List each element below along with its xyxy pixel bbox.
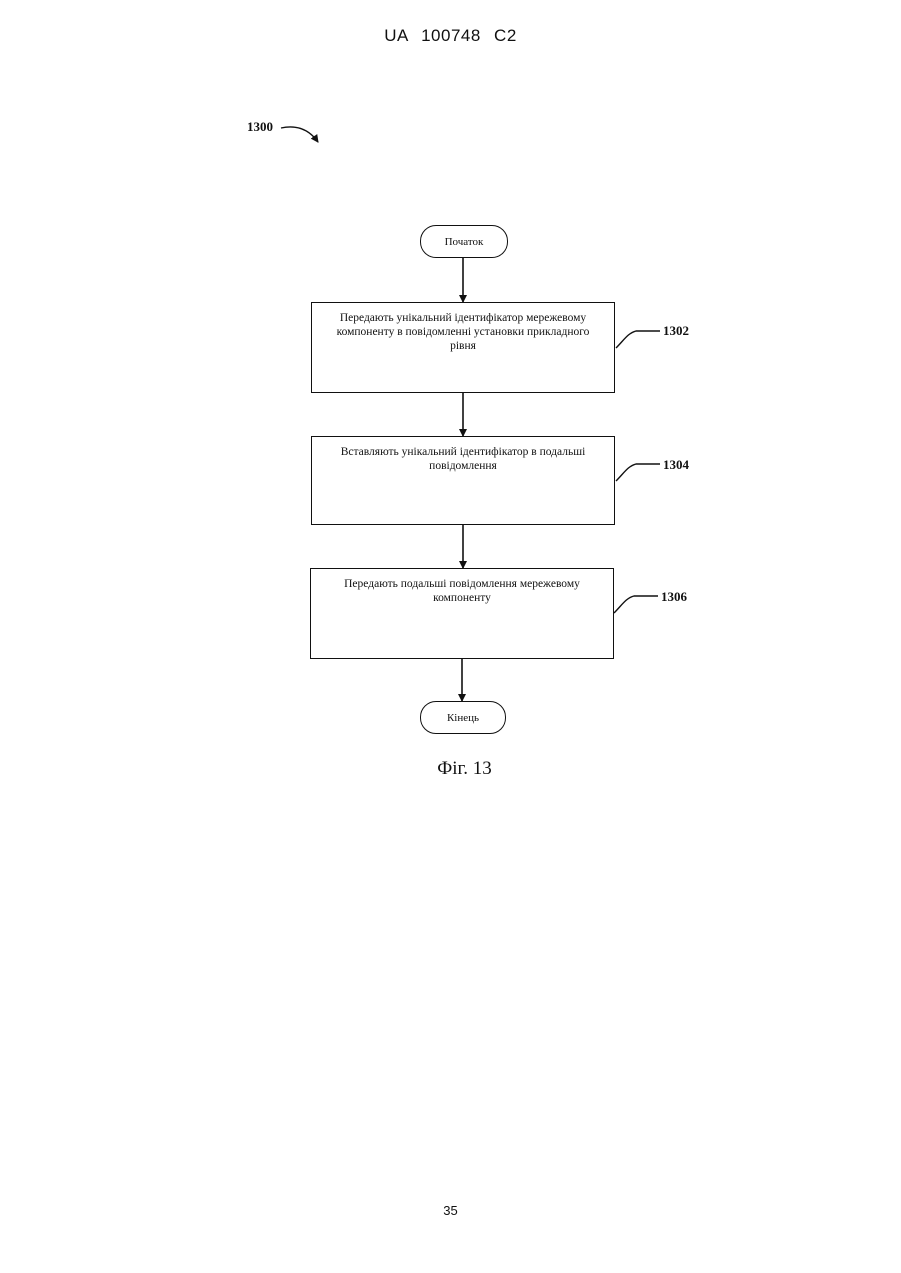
figure-caption: Фіг. 13 — [0, 758, 901, 780]
leader-1306 — [614, 596, 658, 613]
end-terminal: Кінець — [420, 701, 506, 734]
leader-1302 — [616, 331, 660, 348]
diagram-reference-number: 1300 — [247, 119, 273, 135]
step-number-1306: 1306 — [661, 589, 687, 605]
start-terminal: Початок — [420, 225, 508, 258]
process-step-1302: Передають унікальний ідентифікатор мереж… — [311, 302, 615, 393]
start-label: Початок — [445, 236, 484, 248]
reference-arrow — [281, 127, 318, 142]
page-number: 35 — [0, 1203, 901, 1218]
process-step-1302-text: Передають унікальний ідентифікатор мереж… — [337, 312, 590, 352]
step-number-1304: 1304 — [663, 457, 689, 473]
process-step-1306: Передають подальші повідомлення мережево… — [310, 568, 614, 659]
step-number-1302: 1302 — [663, 323, 689, 339]
end-label: Кінець — [447, 712, 479, 724]
leader-1304 — [616, 464, 660, 481]
process-step-1304: Вставляють унікальний ідентифікатор в по… — [311, 436, 615, 525]
process-step-1304-text: Вставляють унікальний ідентифікатор в по… — [341, 446, 586, 472]
patent-header: UA 100748 C2 — [0, 26, 901, 46]
process-step-1306-text: Передають подальші повідомлення мережево… — [344, 578, 580, 604]
